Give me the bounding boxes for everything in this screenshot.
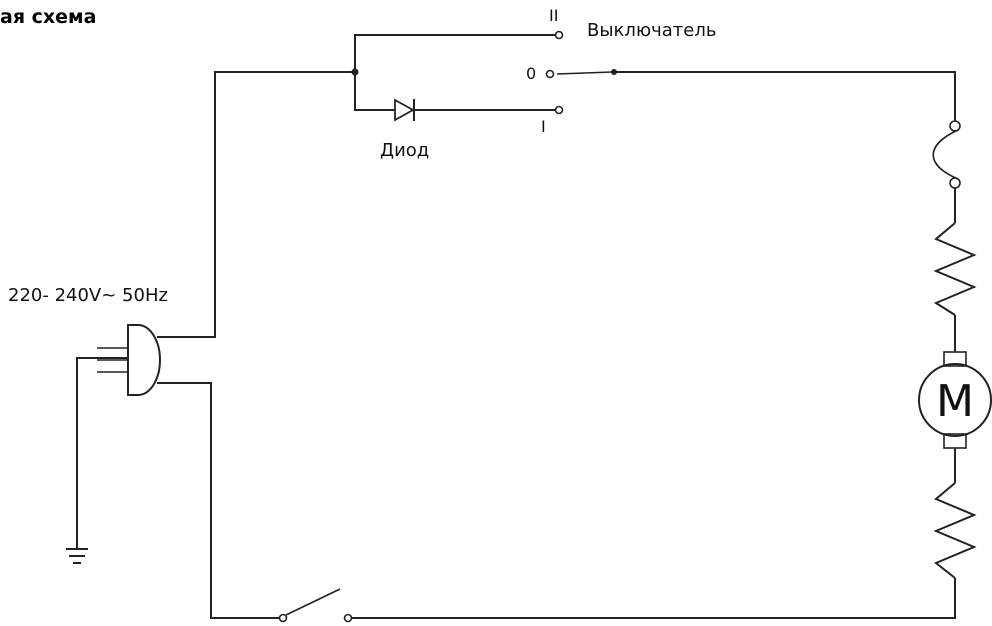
voltage-label: 220- 240V~ 50Hz [8, 285, 168, 306]
wire-branch-diode [354, 72, 395, 111]
resistor-lower [933, 482, 977, 579]
switch-position-two: II [549, 6, 559, 25]
diode-triangle [394, 98, 415, 122]
diode-label: Диод [380, 140, 430, 161]
motor-brush-top [943, 351, 967, 367]
diagram-title: ая схема [0, 6, 97, 28]
fuse-arc [932, 129, 959, 180]
switch-position-zero: 0 [526, 64, 537, 83]
motor-label: M [936, 376, 974, 427]
switch-terminal-zero [545, 69, 555, 79]
wire-live-left [157, 71, 355, 338]
resistor-upper [933, 222, 977, 316]
plug-symbol [97, 324, 161, 396]
wire-right-top [614, 71, 956, 122]
motor-brush-bottom [943, 433, 967, 449]
fuse-terminal-bottom [949, 177, 961, 189]
power-switch [278, 588, 353, 623]
plug-body [127, 324, 161, 396]
wire-right-bottom [352, 578, 956, 619]
switch-terminal-two [554, 30, 564, 40]
ground-symbol [66, 548, 88, 564]
switch-position-one: I [541, 117, 546, 136]
wire-branch-two [354, 34, 555, 72]
motor-symbol: M [918, 351, 992, 449]
wire-neutral-left [157, 382, 283, 619]
power-switch-lever [285, 588, 341, 616]
diode-symbol [394, 98, 415, 122]
junction-dot [351, 68, 359, 76]
wire-ground [76, 357, 128, 548]
power-switch-terminal-right [343, 613, 353, 623]
switch-label: Выключатель [587, 20, 717, 41]
power-switch-terminal-left [278, 613, 288, 623]
switch-terminal-one [554, 105, 564, 115]
motor-circle [918, 363, 992, 437]
fuse-terminal-top [949, 120, 961, 132]
selector-switch [545, 30, 617, 115]
thermal-fuse [932, 120, 961, 189]
switch-pivot [611, 69, 617, 75]
switch-lever [556, 71, 613, 75]
wiring [76, 34, 956, 619]
